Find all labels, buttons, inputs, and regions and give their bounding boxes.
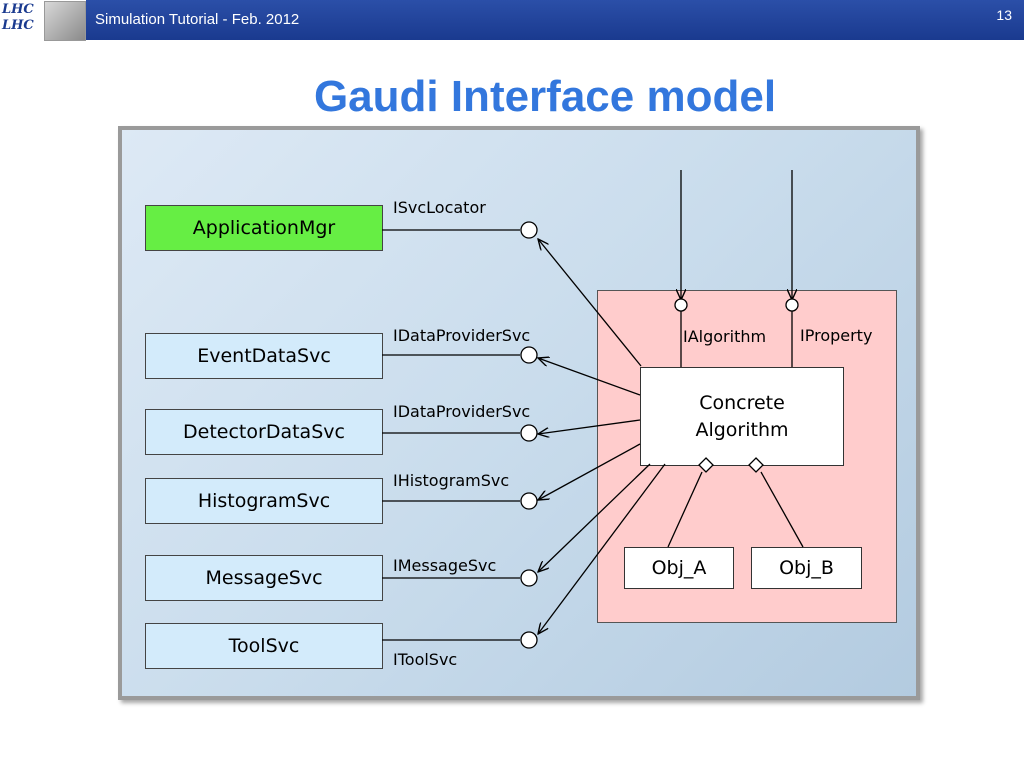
concrete-algorithm-line2: Algorithm — [695, 418, 789, 441]
composition-line-obj-b — [760, 471, 804, 548]
composition-line-obj-a — [667, 471, 703, 548]
uses-arrow-toolsvc — [538, 463, 666, 634]
interface-label-imessagesvc: IMessageSvc — [393, 556, 497, 575]
uses-arrow-detectordatasvc — [538, 419, 641, 434]
obj-b-box: Obj_B — [751, 547, 862, 589]
composition-diamond-obj-a — [698, 457, 714, 473]
lollipop-iproperty — [785, 298, 799, 312]
slide-title: Gaudi Interface model — [313, 72, 777, 121]
concrete-algorithm-line1: Concrete — [699, 391, 785, 414]
lollipop-histogramsvc — [520, 492, 538, 510]
interface-label-ihistogramsvc: IHistogramSvc — [393, 471, 510, 490]
uses-arrow-messagesvc — [538, 463, 651, 572]
lollipop-ialgorithm — [674, 298, 688, 312]
lollipop-eventdatasvc — [520, 346, 538, 364]
service-box-histogramsvc: HistogramSvc — [145, 478, 383, 524]
lollipop-isvclocator — [520, 221, 538, 239]
lollipop-messagesvc — [520, 569, 538, 587]
uses-arrow-eventdatasvc — [538, 358, 641, 396]
page-number: 13 — [996, 7, 1012, 23]
composition-diamond-obj-b — [748, 457, 764, 473]
service-box-toolsvc: ToolSvc — [145, 623, 383, 669]
interface-label-itoolsvc: IToolSvc — [393, 650, 458, 669]
interface-label-isvclocator: ISvcLocator — [393, 198, 486, 217]
service-box-applicationmgr: ApplicationMgr — [145, 205, 383, 251]
interface-label-iproperty: IProperty — [800, 326, 873, 345]
portrait-image — [44, 1, 86, 41]
obj-a-box: Obj_A — [624, 547, 734, 589]
service-box-detectordatasvc: DetectorDataSvc — [145, 409, 383, 455]
concrete-algorithm-box: Concrete Algorithm — [640, 367, 844, 466]
lollipop-detectordatasvc — [520, 424, 538, 442]
uses-arrow-isvclocator — [538, 239, 642, 367]
interface-label-idataprovidersvc-event: IDataProviderSvc — [393, 326, 531, 345]
uses-arrow-histogramsvc — [538, 443, 641, 500]
lollipop-toolsvc — [520, 631, 538, 649]
service-box-messagesvc: MessageSvc — [145, 555, 383, 601]
header-title: Simulation Tutorial - Feb. 2012 — [95, 11, 300, 28]
interface-label-idataprovidersvc-detector: IDataProviderSvc — [393, 402, 531, 421]
interface-label-ialgorithm: IAlgorithm — [683, 327, 767, 346]
service-box-eventdatasvc: EventDataSvc — [145, 333, 383, 379]
